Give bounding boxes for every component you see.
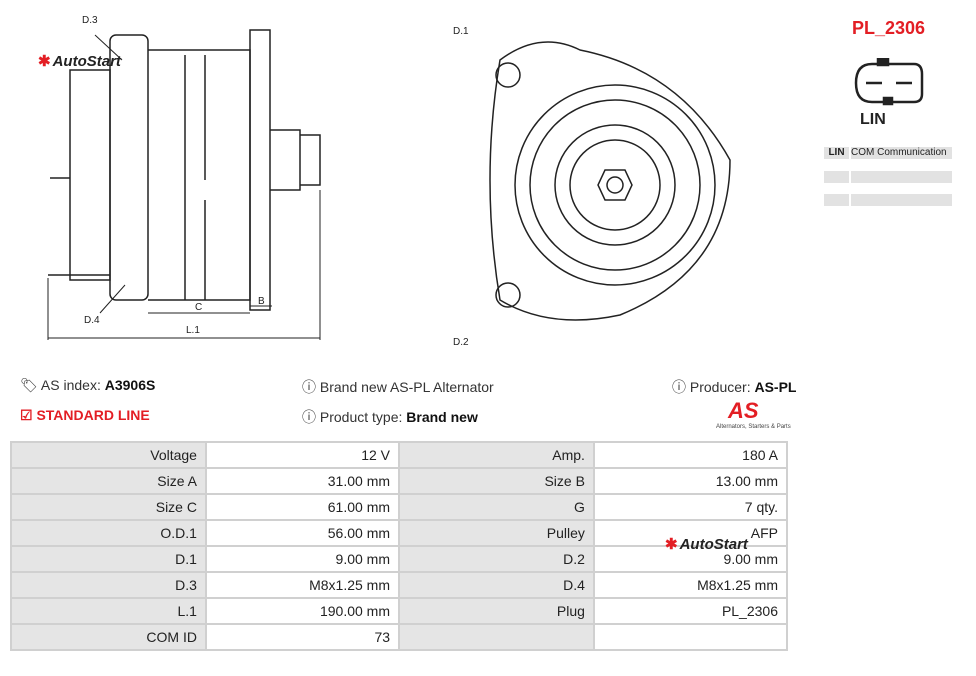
as-index: 🏷 AS index: A3906S — [20, 377, 155, 394]
product-type-value: Brand new — [406, 409, 478, 425]
autostart-logo: ✱AutoStart — [38, 53, 121, 70]
standard-line: ☑ STANDARD LINE — [20, 407, 150, 424]
info-icon: ⓘ — [302, 379, 316, 395]
pin-desc — [851, 194, 952, 206]
spec-label: D.1 — [10, 545, 207, 573]
spec-value: M8x1.25 mm — [204, 571, 401, 599]
info-icon: ⓘ — [672, 379, 686, 395]
label-c: C — [195, 302, 203, 313]
product-type-label: Product type: — [319, 409, 403, 425]
pin-name: LIN — [824, 147, 849, 159]
spec-label: Size A — [10, 467, 207, 495]
spec-value: 73 — [204, 623, 401, 651]
watermark-text: AutoStart — [679, 536, 748, 553]
spec-label: O.D.1 — [10, 519, 207, 547]
connector-code: PL_2306 — [852, 18, 926, 38]
check-icon: ☑ — [20, 407, 33, 423]
spec-label: Size B — [398, 467, 595, 495]
spec-label: G — [398, 493, 595, 521]
as-tagline: Alternators, Starters & Parts — [716, 424, 791, 430]
connector-label: LIN — [860, 111, 886, 128]
spec-value: M8x1.25 mm — [592, 571, 789, 599]
label-d2: D.2 — [453, 337, 469, 348]
label-d3: D.3 — [82, 15, 98, 26]
front-view-diagram — [489, 41, 731, 321]
tag-icon: 🏷 — [20, 377, 38, 393]
standard-line-label: STANDARD LINE — [36, 407, 150, 423]
producer: ⓘ Producer: AS-PL — [672, 377, 796, 397]
spec-value: 9.00 mm — [592, 545, 789, 573]
side-view-diagram — [47, 29, 321, 340]
spec-label: Amp. — [398, 441, 595, 469]
description-text: Brand new AS-PL Alternator — [319, 379, 494, 395]
connector-plug-icon — [854, 58, 924, 106]
pin-desc — [851, 171, 952, 183]
spec-label: D.2 — [398, 545, 595, 573]
spec-value: PL_2306 — [592, 597, 789, 625]
producer-label: Producer: — [689, 379, 751, 395]
as-logo: AS — [728, 398, 759, 423]
spec-label: Size C — [10, 493, 207, 521]
spec-label: Voltage — [10, 441, 207, 469]
spec-value: 9.00 mm — [204, 545, 401, 573]
spec-value: AFP — [592, 519, 789, 547]
label-d1: D.1 — [453, 26, 469, 37]
product-type: ⓘ Product type: Brand new — [302, 407, 478, 427]
spec-label: L.1 — [10, 597, 207, 625]
spec-value: 56.00 mm — [204, 519, 401, 547]
spec-label: D.4 — [398, 571, 595, 599]
spec-value: 7 qty. — [592, 493, 789, 521]
spec-label: D.3 — [10, 571, 207, 599]
as-index-value: A3906S — [104, 377, 156, 393]
label-b: B — [258, 296, 265, 307]
as-index-label: AS index: — [40, 377, 101, 393]
spec-value: 190.00 mm — [204, 597, 401, 625]
logo-text: AutoStart — [52, 53, 121, 70]
label-l1: L.1 — [186, 325, 200, 336]
spec-value: 180 A — [592, 441, 789, 469]
pin-desc: COM Communication — [851, 147, 952, 159]
producer-value: AS-PL — [754, 379, 797, 395]
autostart-watermark: ✱AutoStart — [665, 536, 748, 553]
spec-value: 31.00 mm — [204, 467, 401, 495]
info-icon: ⓘ — [302, 409, 316, 425]
description: ⓘ Brand new AS-PL Alternator — [302, 377, 494, 397]
spec-label: COM ID — [10, 623, 207, 651]
pin-name — [824, 171, 849, 183]
spec-label — [398, 623, 595, 651]
pin-name — [824, 194, 849, 206]
spec-label: Pulley — [398, 519, 595, 547]
spec-label: Plug — [398, 597, 595, 625]
spec-value — [592, 623, 789, 651]
spec-value: 13.00 mm — [592, 467, 789, 495]
label-d4: D.4 — [84, 315, 100, 326]
spec-value: 12 V — [204, 441, 401, 469]
spec-value: 61.00 mm — [204, 493, 401, 521]
